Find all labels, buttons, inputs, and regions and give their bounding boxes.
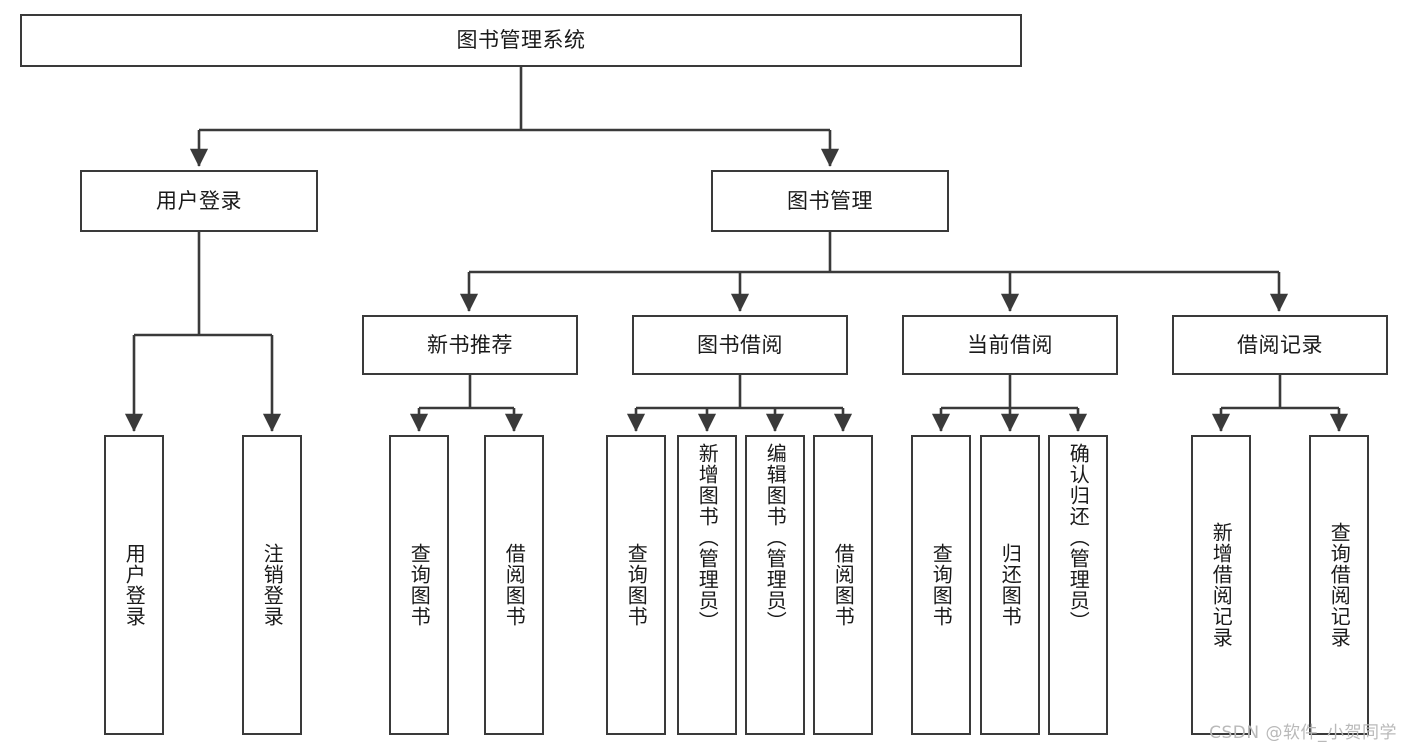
node-leaf-query-book-borrow[interactable]: 查询图书 — [606, 435, 666, 735]
node-leaf-confirm-return-admin-label: 确认归还（管理员） — [1066, 443, 1091, 632]
node-user-login-label: 用户登录 — [156, 188, 242, 213]
node-leaf-borrow-book-new-label: 借阅图书 — [502, 543, 527, 627]
node-leaf-query-borrow-record-label: 查询借阅记录 — [1327, 522, 1352, 648]
node-leaf-return-book[interactable]: 归还图书 — [980, 435, 1040, 735]
node-book-management-label: 图书管理 — [787, 188, 873, 213]
node-book-borrow[interactable]: 图书借阅 — [632, 315, 848, 375]
node-root-system-label: 图书管理系统 — [456, 28, 586, 53]
node-leaf-return-book-label: 归还图书 — [998, 543, 1023, 627]
node-leaf-borrow-book-new[interactable]: 借阅图书 — [484, 435, 544, 735]
node-leaf-query-book-current-label: 查询图书 — [929, 543, 954, 627]
node-leaf-borrow-book-label: 借阅图书 — [831, 543, 856, 627]
watermark-text: CSDN @软件_小贺同学 — [1209, 723, 1397, 743]
node-leaf-logout[interactable]: 注销登录 — [242, 435, 302, 735]
node-current-borrow-label: 当前借阅 — [967, 332, 1053, 357]
node-leaf-edit-book-admin-label: 编辑图书（管理员） — [763, 443, 788, 632]
node-book-borrow-label: 图书借阅 — [697, 332, 783, 357]
node-user-login[interactable]: 用户登录 — [80, 170, 318, 232]
node-leaf-user-login[interactable]: 用户登录 — [104, 435, 164, 735]
node-leaf-add-borrow-record[interactable]: 新增借阅记录 — [1191, 435, 1251, 735]
node-borrow-record[interactable]: 借阅记录 — [1172, 315, 1388, 375]
node-book-management[interactable]: 图书管理 — [711, 170, 949, 232]
node-leaf-borrow-book[interactable]: 借阅图书 — [813, 435, 873, 735]
node-root-system[interactable]: 图书管理系统 — [20, 14, 1022, 67]
node-leaf-user-login-label: 用户登录 — [122, 543, 147, 627]
node-borrow-record-label: 借阅记录 — [1237, 332, 1323, 357]
node-leaf-confirm-return-admin[interactable]: 确认归还（管理员） — [1048, 435, 1108, 735]
node-current-borrow[interactable]: 当前借阅 — [902, 315, 1118, 375]
node-leaf-edit-book-admin[interactable]: 编辑图书（管理员） — [745, 435, 805, 735]
node-leaf-add-borrow-record-label: 新增借阅记录 — [1209, 522, 1234, 648]
node-leaf-add-book-admin[interactable]: 新增图书（管理员） — [677, 435, 737, 735]
node-leaf-logout-label: 注销登录 — [260, 543, 285, 627]
node-leaf-query-book-current[interactable]: 查询图书 — [911, 435, 971, 735]
node-leaf-query-book-new[interactable]: 查询图书 — [389, 435, 449, 735]
node-leaf-query-borrow-record[interactable]: 查询借阅记录 — [1309, 435, 1369, 735]
node-leaf-query-book-borrow-label: 查询图书 — [624, 543, 649, 627]
node-new-book-recommend-label: 新书推荐 — [427, 332, 513, 357]
node-leaf-query-book-new-label: 查询图书 — [407, 543, 432, 627]
node-leaf-add-book-admin-label: 新增图书（管理员） — [695, 443, 720, 632]
node-new-book-recommend[interactable]: 新书推荐 — [362, 315, 578, 375]
